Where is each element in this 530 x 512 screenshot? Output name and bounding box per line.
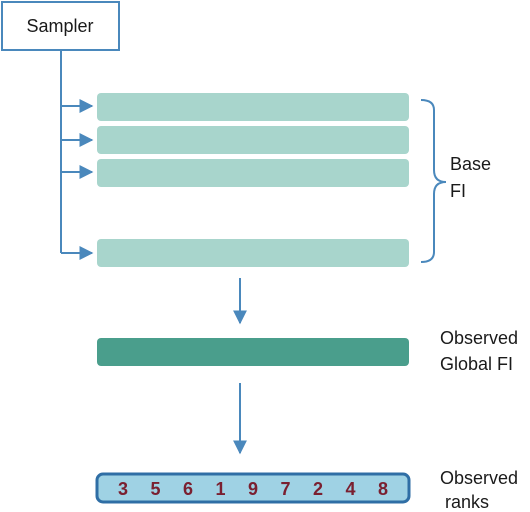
- rank-digits: 3 5 6 1 9 7 2 4 8: [118, 479, 388, 499]
- rank-digit: 7: [280, 479, 290, 499]
- base-fi-label-line1: Base: [450, 154, 491, 174]
- base-fi-bar-1: [97, 93, 409, 121]
- rank-digit: 6: [183, 479, 193, 499]
- rank-digit: 4: [345, 479, 355, 499]
- global-fi-bar: [97, 338, 409, 366]
- ranks-label-line2: ranks: [445, 492, 489, 512]
- rank-digit: 8: [378, 479, 388, 499]
- rank-digit: 3: [118, 479, 128, 499]
- rank-digit: 9: [248, 479, 258, 499]
- base-fi-label-line2: FI: [450, 181, 466, 201]
- sampler-box: [1, 1, 120, 51]
- base-fi-bar-3: [97, 159, 409, 187]
- ranks-bar: [95, 472, 411, 504]
- rank-digit: 1: [215, 479, 225, 499]
- global-fi-label-line1: Observed: [440, 328, 518, 348]
- sampler-label: Sampler: [26, 16, 93, 36]
- rank-digit: 2: [313, 479, 323, 499]
- rank-digit: 5: [150, 479, 160, 499]
- ranks-label-line1: Observed: [440, 468, 518, 488]
- base-fi-bar-4: [97, 239, 409, 267]
- base-fi-bar-2: [97, 126, 409, 154]
- base-fi-bracket: [420, 99, 447, 263]
- global-fi-label-line2: Global FI: [440, 354, 513, 374]
